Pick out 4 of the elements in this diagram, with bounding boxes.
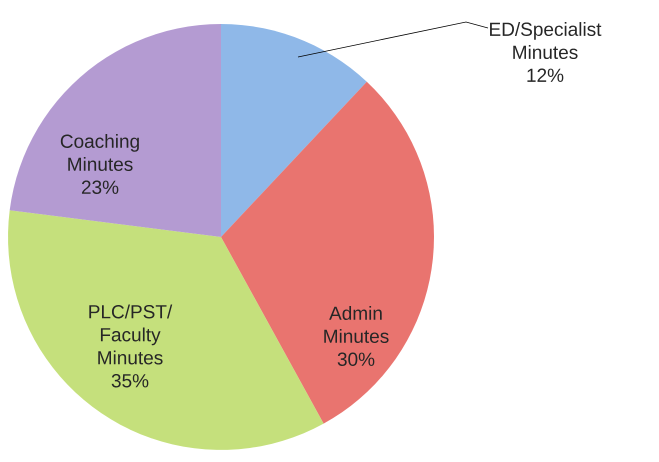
data-label: Admin Minutes 30%: [324, 306, 389, 366]
data-label: PLC/PST/ Faculty Minutes 35%: [89, 304, 172, 388]
data-label: Coaching Minutes 23%: [60, 134, 139, 194]
data-label: ED/Specialist Minutes 12%: [490, 22, 602, 82]
